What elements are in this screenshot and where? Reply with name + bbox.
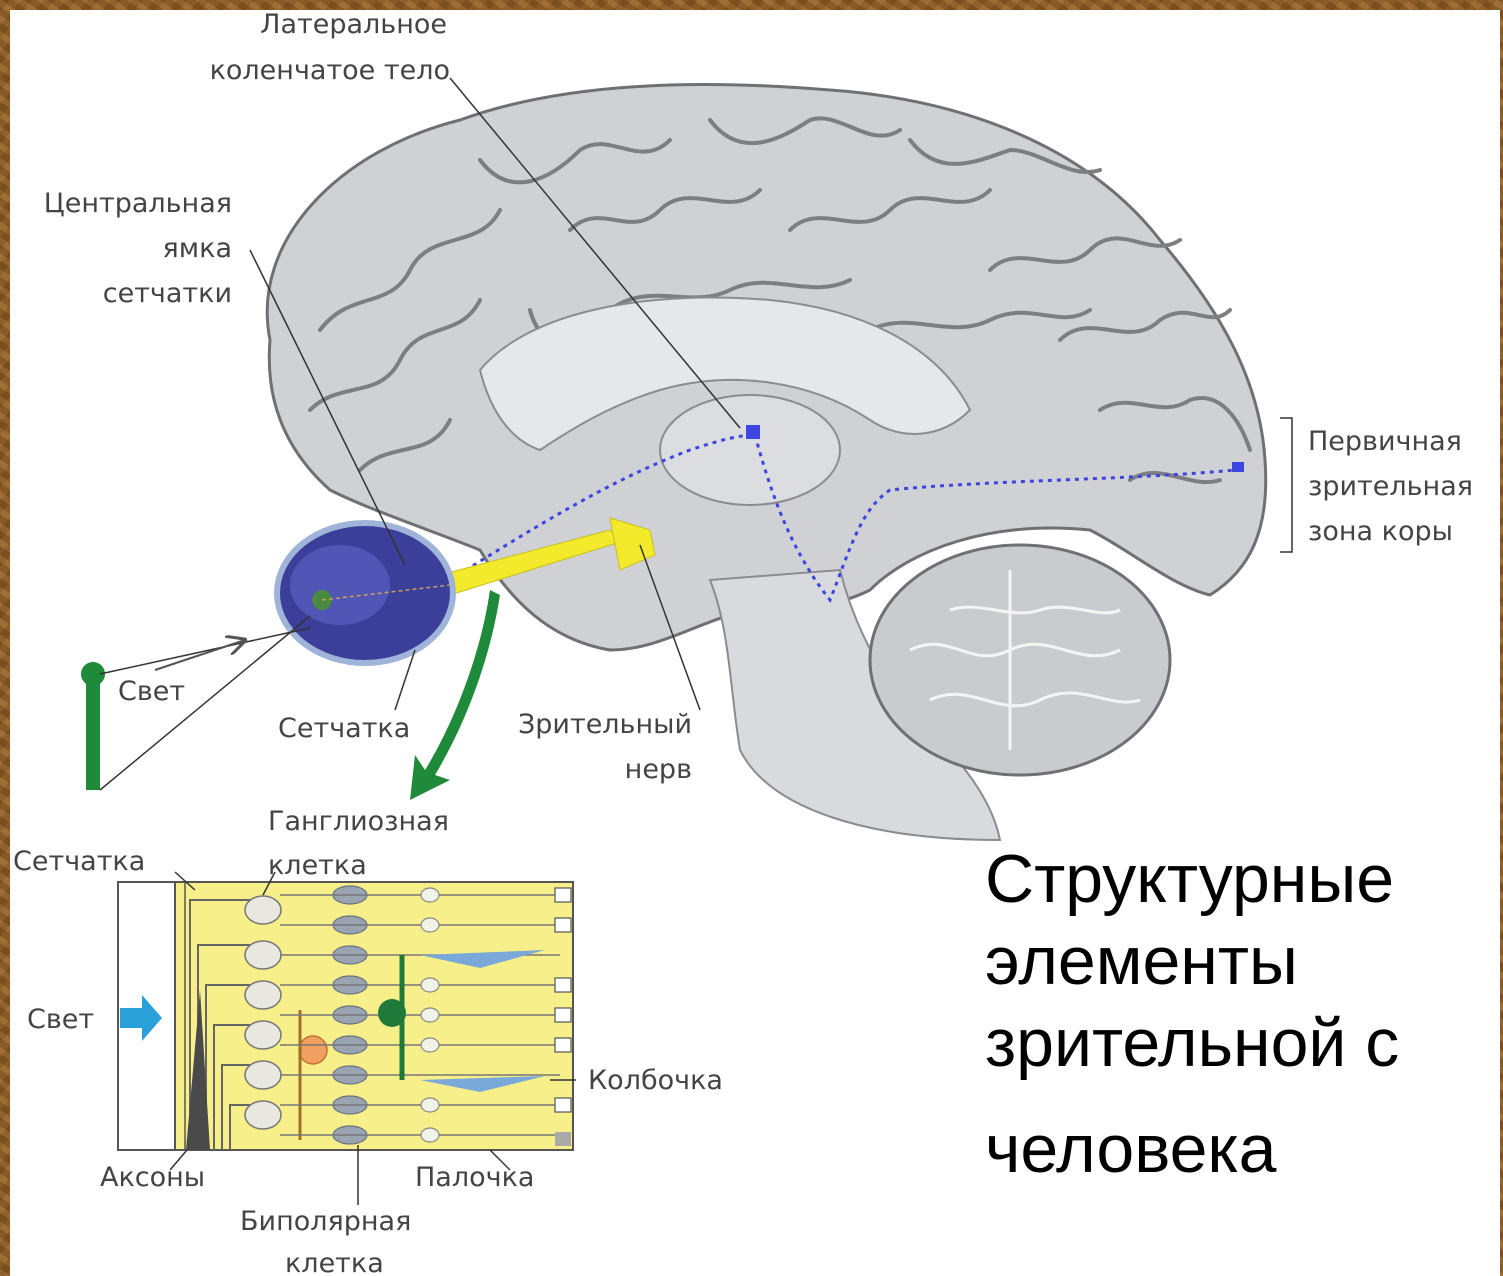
cortex-label-line1: Первичная	[1308, 426, 1462, 457]
light-label-top: Свет	[118, 676, 185, 707]
fovea-label-line2: ямка	[163, 233, 232, 264]
cortex-marker	[1232, 462, 1244, 472]
retina-diagram	[118, 882, 573, 1150]
optic-nerve-label-line1: Зрительный	[518, 709, 692, 740]
cortex-label-line3: зона коры	[1308, 516, 1453, 547]
cone-label: Колбочка	[588, 1065, 723, 1096]
slide: Латеральное коленчатое тело Центральная …	[10, 10, 1500, 1276]
axons-label: Аксоны	[100, 1162, 205, 1193]
lgn-label-line1: Латеральное	[260, 10, 447, 40]
ganglion-label-line1: Ганглиозная	[268, 806, 449, 837]
optic-nerve-label-line2: нерв	[625, 754, 692, 785]
fovea-label-line1: Центральная	[44, 188, 232, 219]
ganglion-label-line2: клетка	[268, 850, 367, 881]
title-line4: человека	[985, 1108, 1500, 1190]
rod-label: Палочка	[415, 1162, 534, 1193]
title-line1: Структурные	[985, 838, 1500, 920]
object-stick	[81, 616, 310, 790]
slide-title: Структурные элементы зрительной с челове…	[985, 838, 1500, 1190]
light-label-bottom: Свет	[27, 1004, 94, 1035]
bipolar-label-line2: клетка	[285, 1248, 384, 1276]
lgn-marker	[746, 425, 760, 439]
brain-illustration	[267, 84, 1266, 840]
title-line3: зрительной с	[985, 1002, 1500, 1084]
fovea-label-line3: сетчатки	[103, 278, 232, 309]
retina-label-bottom: Сетчатка	[13, 846, 145, 877]
retina-label-top: Сетчатка	[278, 713, 410, 744]
title-line2: элементы	[985, 920, 1500, 1002]
eye-illustration	[277, 523, 453, 663]
bipolar-label-line1: Биполярная	[240, 1206, 411, 1237]
cortex-label-line2: зрительная	[1308, 471, 1473, 502]
lgn-label-line2: коленчатое тело	[210, 55, 450, 86]
